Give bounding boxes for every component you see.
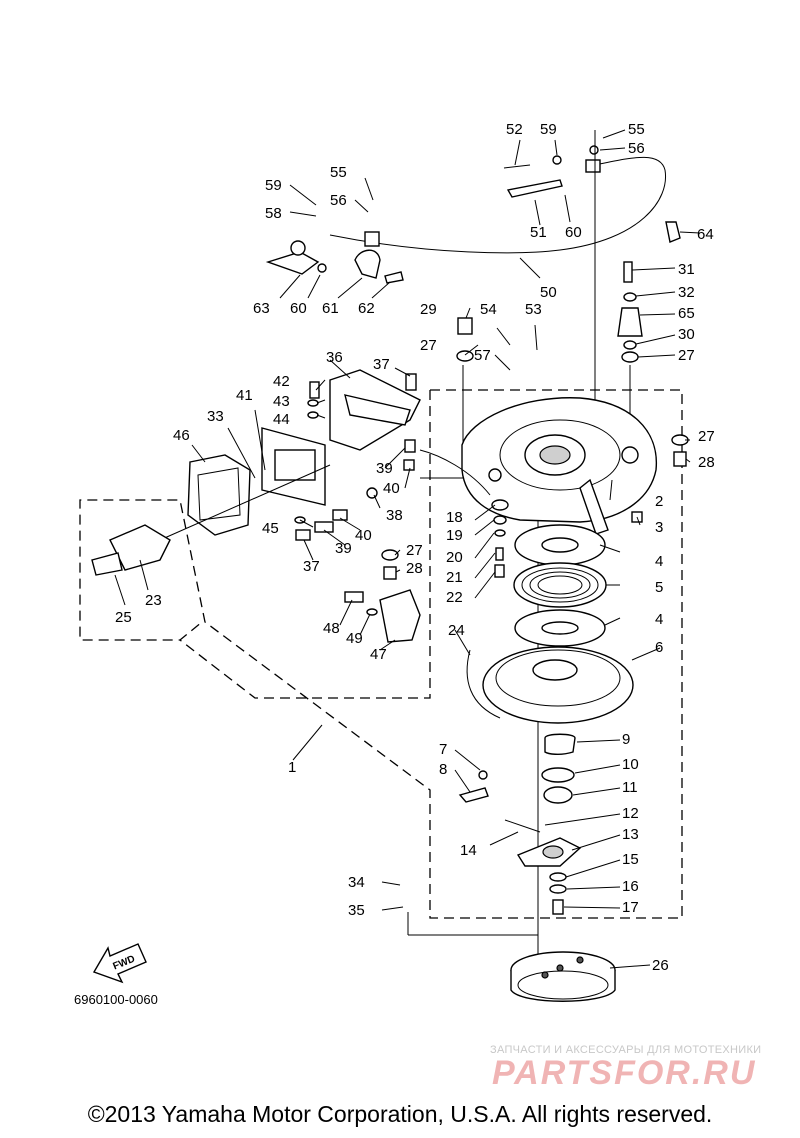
callout-52: 52 [506, 121, 523, 138]
callout-54: 54 [480, 301, 497, 318]
callout-33: 33 [207, 408, 224, 425]
diagram-code: 6960100-0060 [74, 992, 158, 1007]
callout-22: 22 [446, 589, 463, 606]
watermark-logo: PARTSFOR.RU [492, 1054, 757, 1092]
callout-13: 13 [622, 826, 639, 843]
callout-63: 63 [253, 300, 270, 317]
ratchet-parts [458, 733, 582, 915]
callout-56a: 56 [628, 140, 645, 157]
callout-48: 48 [323, 620, 340, 637]
callout-27a: 27 [420, 337, 437, 354]
pulley [466, 646, 634, 724]
callout-38: 38 [386, 507, 403, 524]
callout-30: 30 [678, 326, 695, 343]
callout-27c: 27 [698, 428, 715, 445]
callout-55b: 55 [330, 164, 347, 181]
spring-stack [513, 524, 607, 647]
callout-64: 64 [697, 226, 714, 243]
callout-53: 53 [525, 301, 542, 318]
callout-12: 12 [622, 805, 639, 822]
callout-47: 47 [370, 646, 387, 663]
bracket-assembly [344, 549, 421, 643]
callout-32: 32 [678, 284, 695, 301]
callout-39b: 39 [335, 540, 352, 557]
callout-37b: 37 [303, 558, 320, 575]
watermark-subtitle: ЗАПЧАСТИ И АКСЕССУАРЫ ДЛЯ МОТОТЕХНИКИ [490, 1044, 762, 1056]
callout-7: 7 [439, 741, 447, 758]
callout-57: 57 [474, 347, 491, 364]
callout-4b: 4 [655, 611, 663, 628]
callout-29: 29 [420, 301, 437, 318]
callout-3: 3 [655, 519, 663, 536]
fwd-arrow: FWD [92, 943, 147, 984]
callout-60a: 60 [565, 224, 582, 241]
callout-62: 62 [358, 300, 375, 317]
callout-28b: 28 [406, 560, 423, 577]
subassembly-boundaries [79, 389, 683, 919]
callout-16: 16 [622, 878, 639, 895]
callout-31: 31 [678, 261, 695, 278]
callout-43: 43 [273, 393, 290, 410]
callout-55a: 55 [628, 121, 645, 138]
callout-61: 61 [322, 300, 339, 317]
callout-23: 23 [145, 592, 162, 609]
starter-cup [510, 951, 616, 1002]
copyright-notice: ©2013 Yamaha Motor Corporation, U.S.A. A… [87, 1101, 713, 1127]
callout-59b: 59 [265, 177, 282, 194]
callout-39a: 39 [376, 460, 393, 477]
callout-49: 49 [346, 630, 363, 647]
callout-20: 20 [446, 549, 463, 566]
callout-9: 9 [622, 731, 630, 748]
callout-56b: 56 [330, 192, 347, 209]
callout-50: 50 [540, 284, 557, 301]
callout-34: 34 [348, 874, 365, 891]
callout-26: 26 [652, 957, 669, 974]
callout-40a: 40 [383, 480, 400, 497]
callout-2: 2 [655, 493, 663, 510]
callout-37a: 37 [373, 356, 390, 373]
callout-4: 4 [655, 553, 663, 570]
callout-24: 24 [448, 622, 465, 639]
callout-27d: 27 [406, 542, 423, 559]
callout-40b: 40 [355, 527, 372, 544]
callout-labels: 1 2 3 4 4 5 6 7 8 9 10 11 12 13 14 15 16… [115, 121, 715, 974]
callout-18: 18 [446, 509, 463, 526]
callout-45: 45 [262, 520, 279, 537]
start-in-gear-linkage [307, 369, 491, 499]
callout-58: 58 [265, 205, 282, 222]
callout-8: 8 [439, 761, 447, 778]
callout-60b: 60 [290, 300, 307, 317]
callout-27b: 27 [678, 347, 695, 364]
callout-36: 36 [326, 349, 343, 366]
callout-28a: 28 [698, 454, 715, 471]
throttle-cable-group [265, 145, 681, 284]
callout-17: 17 [622, 899, 639, 916]
callout-leaders [114, 129, 701, 969]
callout-25: 25 [115, 609, 132, 626]
callout-59a: 59 [540, 121, 557, 138]
callout-21: 21 [446, 569, 463, 586]
callout-42: 42 [273, 373, 290, 390]
rope-handle-group [91, 427, 348, 576]
callout-65: 65 [678, 305, 695, 322]
callout-14: 14 [460, 842, 477, 859]
callout-41: 41 [236, 387, 253, 404]
callout-19: 19 [446, 527, 463, 544]
starter-housing [461, 397, 657, 535]
callout-6: 6 [655, 639, 663, 656]
callout-51: 51 [530, 224, 547, 241]
callout-35: 35 [348, 902, 365, 919]
callout-44: 44 [273, 411, 290, 428]
callout-1: 1 [288, 759, 296, 776]
callout-5: 5 [655, 579, 663, 596]
callout-11: 11 [622, 779, 638, 796]
callout-10: 10 [622, 756, 639, 773]
callout-46: 46 [173, 427, 190, 444]
callout-15: 15 [622, 851, 639, 868]
